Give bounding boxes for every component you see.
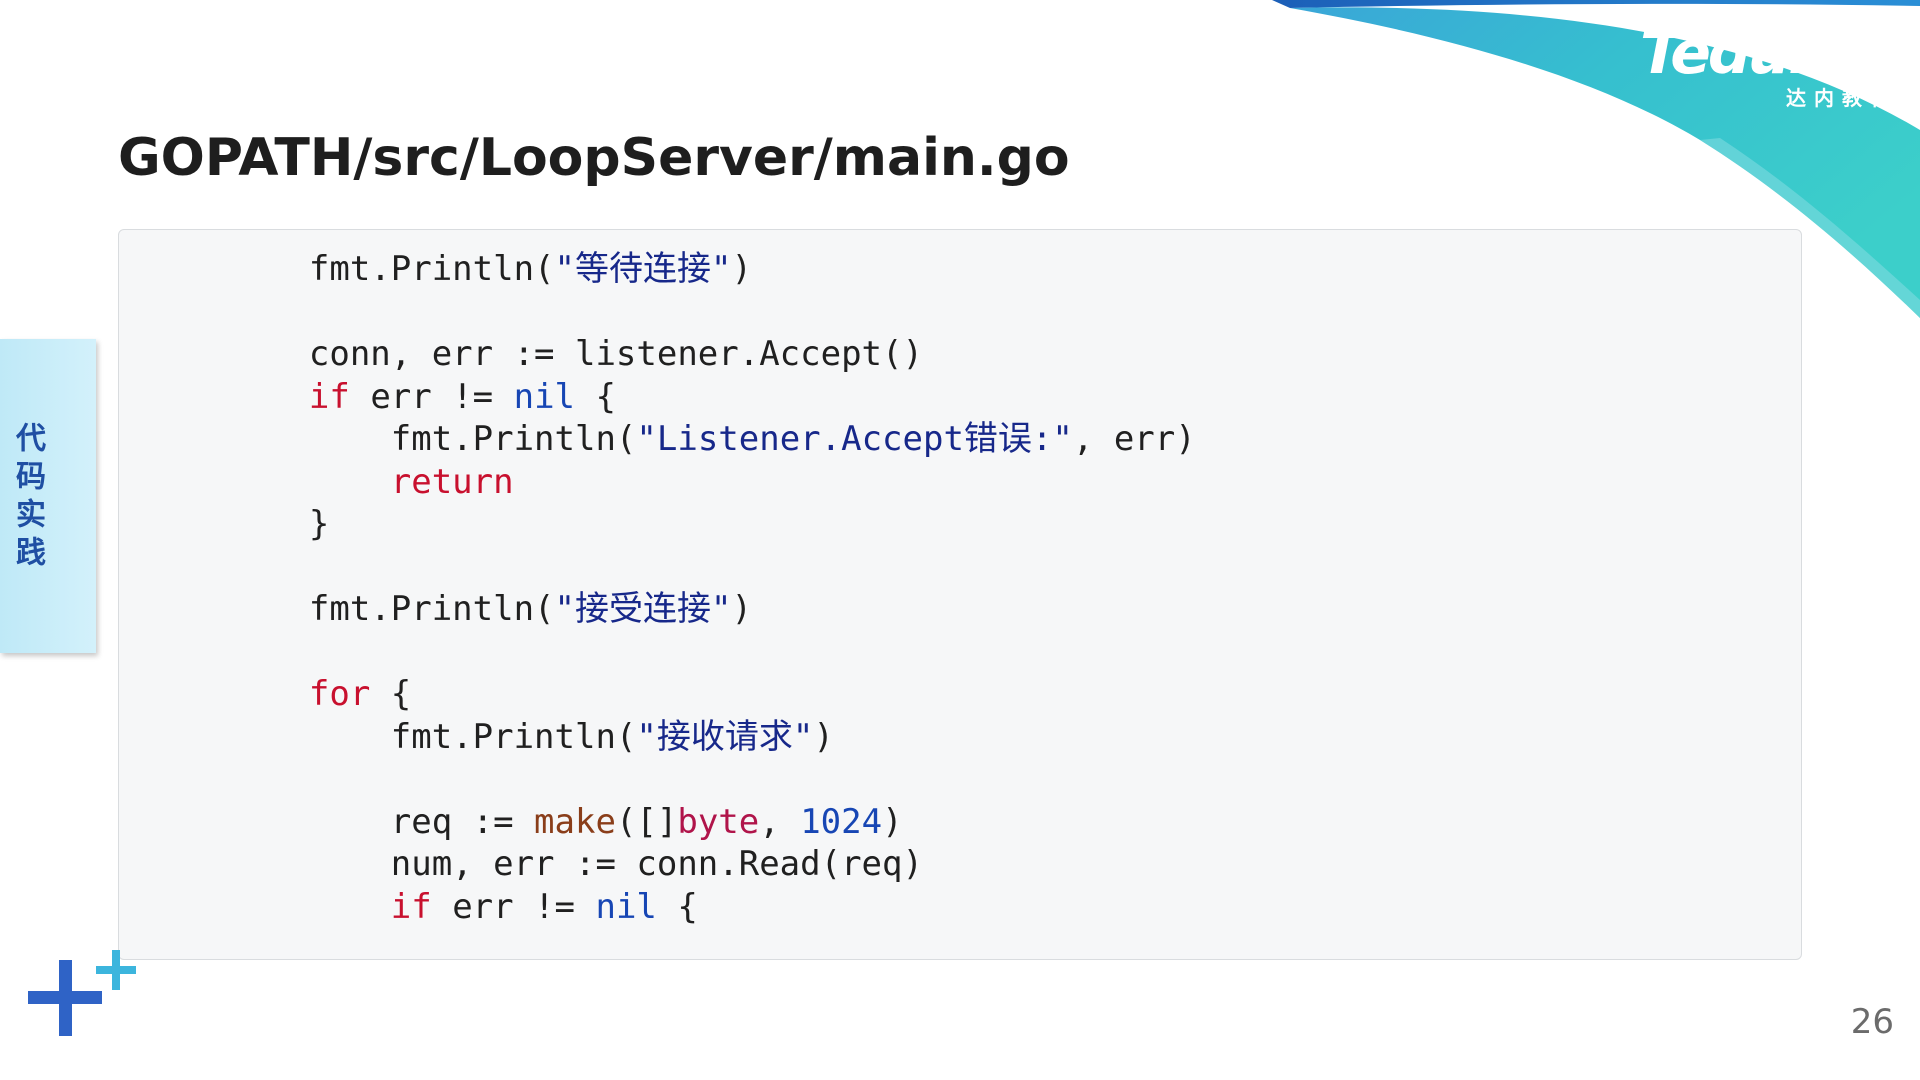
code-line: conn, err := listener.Accept()	[227, 333, 1196, 376]
code-token: fmt.Println(	[227, 249, 555, 289]
code-token: make	[534, 801, 616, 842]
code-token: )	[731, 589, 752, 629]
code-token: num, err := conn.Read(req)	[227, 844, 923, 884]
code-token: {	[575, 376, 616, 417]
plus-icon	[28, 950, 136, 1036]
code-line	[227, 758, 1196, 801]
code-token	[227, 377, 309, 417]
code-token: ([]	[615, 801, 678, 842]
code-token	[227, 674, 309, 714]
code-line: if err != nil {	[227, 886, 1196, 929]
section-tab-label: 代码实践	[10, 422, 45, 574]
code-token: fmt.Println(	[227, 716, 637, 757]
code-line: fmt.Println("接收请求")	[227, 716, 1196, 759]
logo-brand-text: Tedu.cn	[1640, 18, 1883, 88]
code-line: for {	[227, 673, 1196, 716]
code-line	[227, 291, 1196, 334]
code-token: }	[227, 504, 330, 544]
code-line	[227, 631, 1196, 674]
section-side-tab: 代码实践	[0, 339, 96, 653]
code-token: nil	[595, 886, 657, 927]
code-token	[227, 462, 391, 502]
wave-teal-shape	[1290, 7, 1920, 318]
code-token: 1024	[800, 801, 883, 842]
code-line: fmt.Println("Listener.Accept错误:", err)	[227, 418, 1196, 461]
code-token: if	[308, 376, 350, 417]
code-token: err !=	[349, 376, 514, 417]
code-line: fmt.Println("接受连接")	[227, 588, 1196, 631]
code-line: return	[227, 461, 1196, 504]
code-token: err !=	[431, 886, 596, 927]
code-token: "接受连接"	[554, 589, 732, 629]
code-token: fmt.Println(	[227, 419, 637, 459]
logo-subtitle-text: 达内教育	[1786, 86, 1898, 110]
code-token: )	[813, 716, 834, 757]
page-title: GOPATH/src/LoopServer/main.go	[118, 128, 1070, 188]
page-number: 26	[1850, 1002, 1894, 1042]
tedu-logo: Tedu.cn 达内教育	[1640, 16, 1902, 112]
plus-small-vertical	[112, 950, 120, 990]
code-block: fmt.Println("等待连接") conn, err := listene…	[227, 248, 1196, 928]
code-token: {	[656, 886, 698, 927]
code-token: "接收请求"	[636, 716, 814, 757]
code-line: if err != nil {	[227, 376, 1196, 419]
code-line: num, err := conn.Read(req)	[227, 843, 1196, 886]
code-token: ,	[759, 801, 801, 842]
code-token: "Listener.Accept错误:"	[636, 419, 1073, 459]
wave-dark-band	[1272, 0, 1920, 8]
code-token: req :=	[227, 801, 535, 842]
code-token: {	[370, 674, 412, 714]
code-line	[227, 546, 1196, 589]
header-wave-decoration	[1272, 0, 1920, 318]
code-token: , err)	[1072, 419, 1196, 459]
code-token: return	[390, 461, 514, 502]
code-token: "等待连接"	[554, 249, 732, 289]
code-token	[227, 887, 391, 927]
code-token: )	[731, 249, 752, 289]
code-panel: fmt.Println("等待连接") conn, err := listene…	[118, 229, 1802, 960]
code-line: }	[227, 503, 1196, 546]
code-token: byte	[677, 801, 760, 842]
plus-large-vertical	[59, 960, 72, 1036]
code-token: nil	[513, 376, 576, 417]
code-token: if	[390, 886, 432, 927]
code-token: conn, err := listener.Accept()	[227, 334, 923, 374]
code-token: for	[308, 674, 371, 714]
code-line: req := make([]byte, 1024)	[227, 801, 1196, 844]
code-line: fmt.Println("等待连接")	[227, 248, 1196, 291]
code-token: fmt.Println(	[227, 589, 555, 629]
code-token: )	[882, 801, 903, 842]
